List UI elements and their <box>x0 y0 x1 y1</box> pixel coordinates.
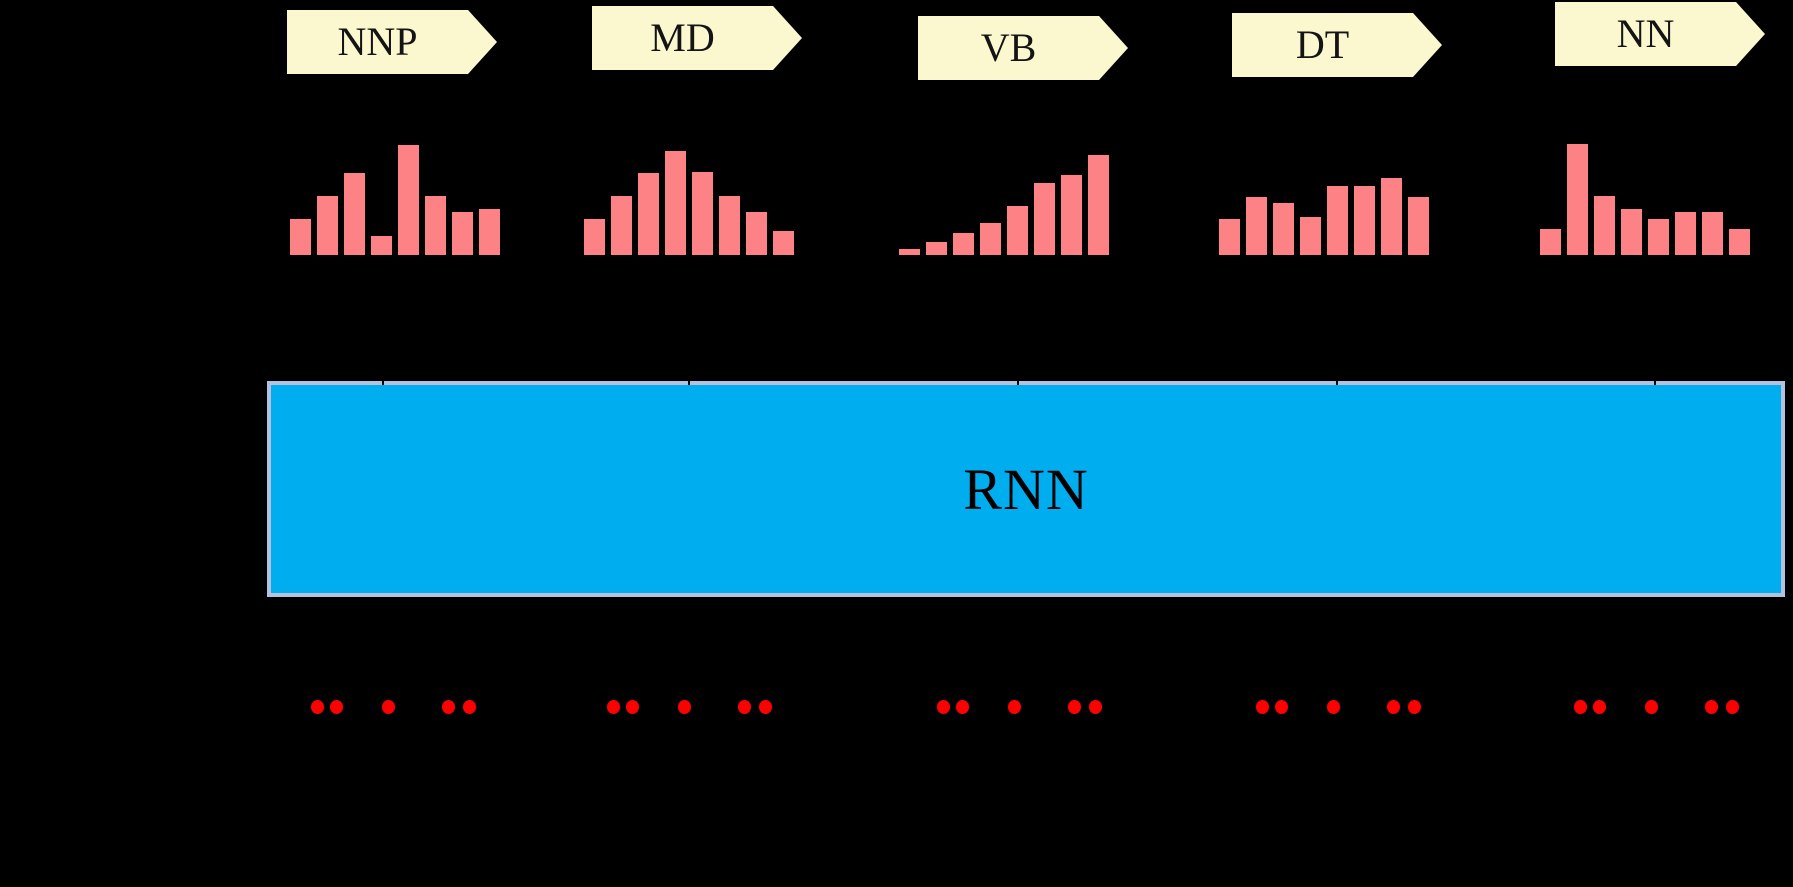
embedding-dot <box>1408 700 1421 714</box>
prob-bar <box>1381 178 1402 255</box>
embedding-dot <box>1089 700 1102 714</box>
embedding-dot <box>626 700 639 714</box>
prob-bar <box>1729 229 1750 255</box>
connector-line-bottom <box>688 599 690 698</box>
prob-bar <box>1540 229 1561 255</box>
tag-label-vb: VB <box>980 24 1037 70</box>
prob-bar <box>953 233 974 255</box>
prob-bar <box>1621 209 1642 255</box>
embedding-dot <box>1008 700 1021 714</box>
prob-bar <box>1246 197 1267 255</box>
tag-label-md: MD <box>650 14 715 60</box>
prob-bar <box>1327 186 1348 255</box>
connector-line-bottom <box>1017 599 1019 698</box>
embedding-dot <box>1645 700 1658 714</box>
connector-line-top <box>382 255 384 385</box>
embedding-dot <box>678 700 691 714</box>
prob-bar <box>638 173 659 255</box>
prob-bar <box>425 196 446 255</box>
embedding-dot <box>382 700 395 714</box>
prob-bar <box>899 249 920 255</box>
prob-bar <box>1648 219 1669 255</box>
embedding-dot <box>1275 700 1288 714</box>
prob-bar <box>1594 196 1615 255</box>
connector-line-top <box>1017 255 1019 385</box>
embedding-dot <box>1574 700 1587 714</box>
tag-label-nn: NN <box>1616 10 1675 56</box>
connector-line-bottom <box>1654 599 1656 698</box>
embedding-dot <box>1726 700 1739 714</box>
prob-bar <box>746 212 767 255</box>
prob-bar <box>665 151 686 255</box>
prob-bar <box>1219 219 1240 255</box>
prob-bar <box>1007 206 1028 255</box>
prob-bar <box>452 212 473 255</box>
prob-bar <box>1702 212 1723 255</box>
tag-arrow-nn: NN <box>1555 2 1765 66</box>
prob-bar <box>1273 203 1294 255</box>
prob-bar <box>584 219 605 255</box>
embedding-dot <box>1256 700 1269 714</box>
embedding-dot <box>607 700 620 714</box>
prob-bar <box>719 196 740 255</box>
tag-arrow-md: MD <box>592 6 802 70</box>
embedding-dot <box>1068 700 1081 714</box>
prob-bar <box>479 209 500 255</box>
embedding-dot <box>442 700 455 714</box>
embedding-dot <box>1593 700 1606 714</box>
prob-bar <box>1567 144 1588 255</box>
embedding-dot <box>1705 700 1718 714</box>
prob-bar <box>1088 155 1109 255</box>
prob-bar <box>692 172 713 255</box>
tag-arrow-nnp: NNP <box>287 10 497 74</box>
prob-bar <box>344 173 365 255</box>
connector-line-bottom <box>1336 599 1338 698</box>
prob-bar <box>1300 217 1321 255</box>
prob-bar <box>980 223 1001 255</box>
prob-bar <box>773 231 794 255</box>
tag-label-nnp: NNP <box>337 18 418 64</box>
connector-line-top <box>1336 255 1338 385</box>
connector-line-bottom <box>382 599 384 698</box>
tag-arrow-vb: VB <box>918 16 1128 80</box>
prob-bar <box>398 145 419 255</box>
prob-bar <box>1408 197 1429 255</box>
embedding-dot <box>1327 700 1340 714</box>
embedding-dot <box>956 700 969 714</box>
embedding-dot <box>1387 700 1400 714</box>
prob-bar <box>1354 186 1375 255</box>
connector-line-top <box>688 255 690 385</box>
tag-arrow-dt: DT <box>1232 13 1442 77</box>
embedding-dot <box>759 700 772 714</box>
prob-bar <box>317 196 338 255</box>
tag-label-dt: DT <box>1295 21 1350 67</box>
prob-bar <box>290 219 311 255</box>
rnn-box: RNN <box>267 381 1785 597</box>
prob-bar <box>1675 212 1696 255</box>
prob-bar <box>926 242 947 255</box>
embedding-dot <box>330 700 343 714</box>
prob-bar <box>611 196 632 255</box>
embedding-dot <box>937 700 950 714</box>
embedding-dot <box>738 700 751 714</box>
prob-bar <box>1061 175 1082 255</box>
embedding-dot <box>311 700 324 714</box>
rnn-label: RNN <box>963 456 1089 522</box>
prob-bar <box>371 236 392 255</box>
embedding-dot <box>463 700 476 714</box>
connector-line-top <box>1654 255 1656 385</box>
prob-bar <box>1034 183 1055 255</box>
